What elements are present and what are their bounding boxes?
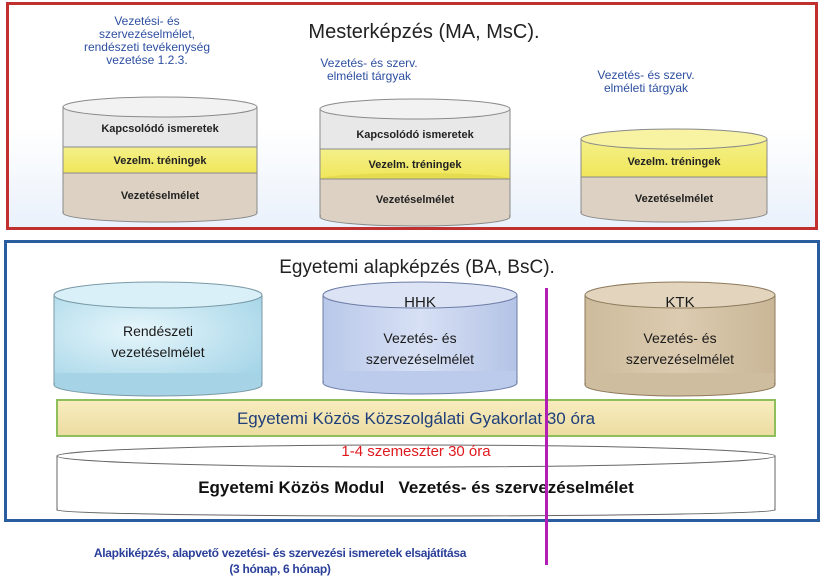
common-module-cylinder (56, 444, 776, 517)
practice-bar (56, 399, 776, 437)
master-note-1: Vezetési- és szervezéselmélet, rendészet… (83, 14, 211, 67)
bachelor-title: Egyetemi alapképzés (BA, BsC). (279, 257, 555, 278)
label-elmelet-2: Vezetéselmélet (376, 194, 455, 206)
practice-label: Egyetemi Közös Közszolgálati Gyakorlat 3… (237, 409, 596, 428)
hhk-header: HHK (404, 294, 436, 311)
footer-line1: Alapkiképzés, alapvető vezetési- és szer… (93, 546, 467, 560)
ktk-line1: Vezetés- és (643, 330, 716, 346)
label-kapcsolodo-2: Kapcsolódó ismeretek (356, 129, 474, 141)
label-elmelet-1: Vezetéselmélet (121, 190, 200, 202)
master-title: Mesterképzés (MA, MsC). (308, 21, 540, 43)
master-cylinders: Kapcsolódó ismeretek Vezelm. tréningek V… (62, 96, 768, 227)
ktk-line2: szervezéselmélet (626, 351, 734, 367)
bachelor-panel: Egyetemi alapképzés (BA, BsC). (4, 240, 820, 522)
bachelor-cylinder-rendeszeti (53, 281, 263, 397)
master-panel: Mesterképzés (MA, MsC). Vezetési- és sze… (6, 2, 818, 230)
master-cylinder-3: Vezelm. tréningek Vezetéselmélet (580, 128, 768, 223)
divider-line (545, 288, 548, 565)
hhk-line2: szervezéselmélet (366, 351, 474, 367)
label-treningek-2: Vezelm. tréningek (369, 159, 463, 171)
footer-caption: Alapkiképzés, alapvető vezetési- és szer… (20, 545, 540, 577)
footer-line2: (3 hónap, 6 hónap) (229, 562, 331, 576)
master-cylinder-2: Kapcsolódó ismeretek Vezelm. tréningek V… (319, 98, 511, 227)
bachelor-cylinder-ktk (584, 281, 776, 397)
bachelor-diagram: Rendészeti vezetéselmélet HHK Vezetés- é… (53, 281, 776, 517)
module-label: Egyetemi Közös Modul Vezetés- és szervez… (198, 478, 634, 497)
semester-label: 1-4 szemeszter 30 óra (341, 443, 491, 460)
master-cylinder-1: Kapcsolódó ismeretek Vezelm. tréningek V… (62, 96, 258, 223)
master-note-2: Vezetés- és szerv. elméleti tárgyak (320, 56, 418, 83)
rendeszeti-line2: vezetéselmélet (111, 344, 204, 360)
bachelor-cylinder-hhk (322, 281, 518, 395)
label-kapcsolodo-1: Kapcsolódó ismeretek (101, 123, 219, 135)
label-treningek-3: Vezelm. tréningek (628, 156, 722, 168)
hhk-line1: Vezetés- és (383, 330, 456, 346)
ktk-header: KTK (665, 294, 694, 311)
rendeszeti-line1: Rendészeti (123, 323, 193, 339)
label-treningek-1: Vezelm. tréningek (114, 155, 208, 167)
label-elmelet-3: Vezetéselmélet (635, 193, 714, 205)
master-note-3: Vezetés- és szerv. elméleti tárgyak (597, 68, 695, 95)
